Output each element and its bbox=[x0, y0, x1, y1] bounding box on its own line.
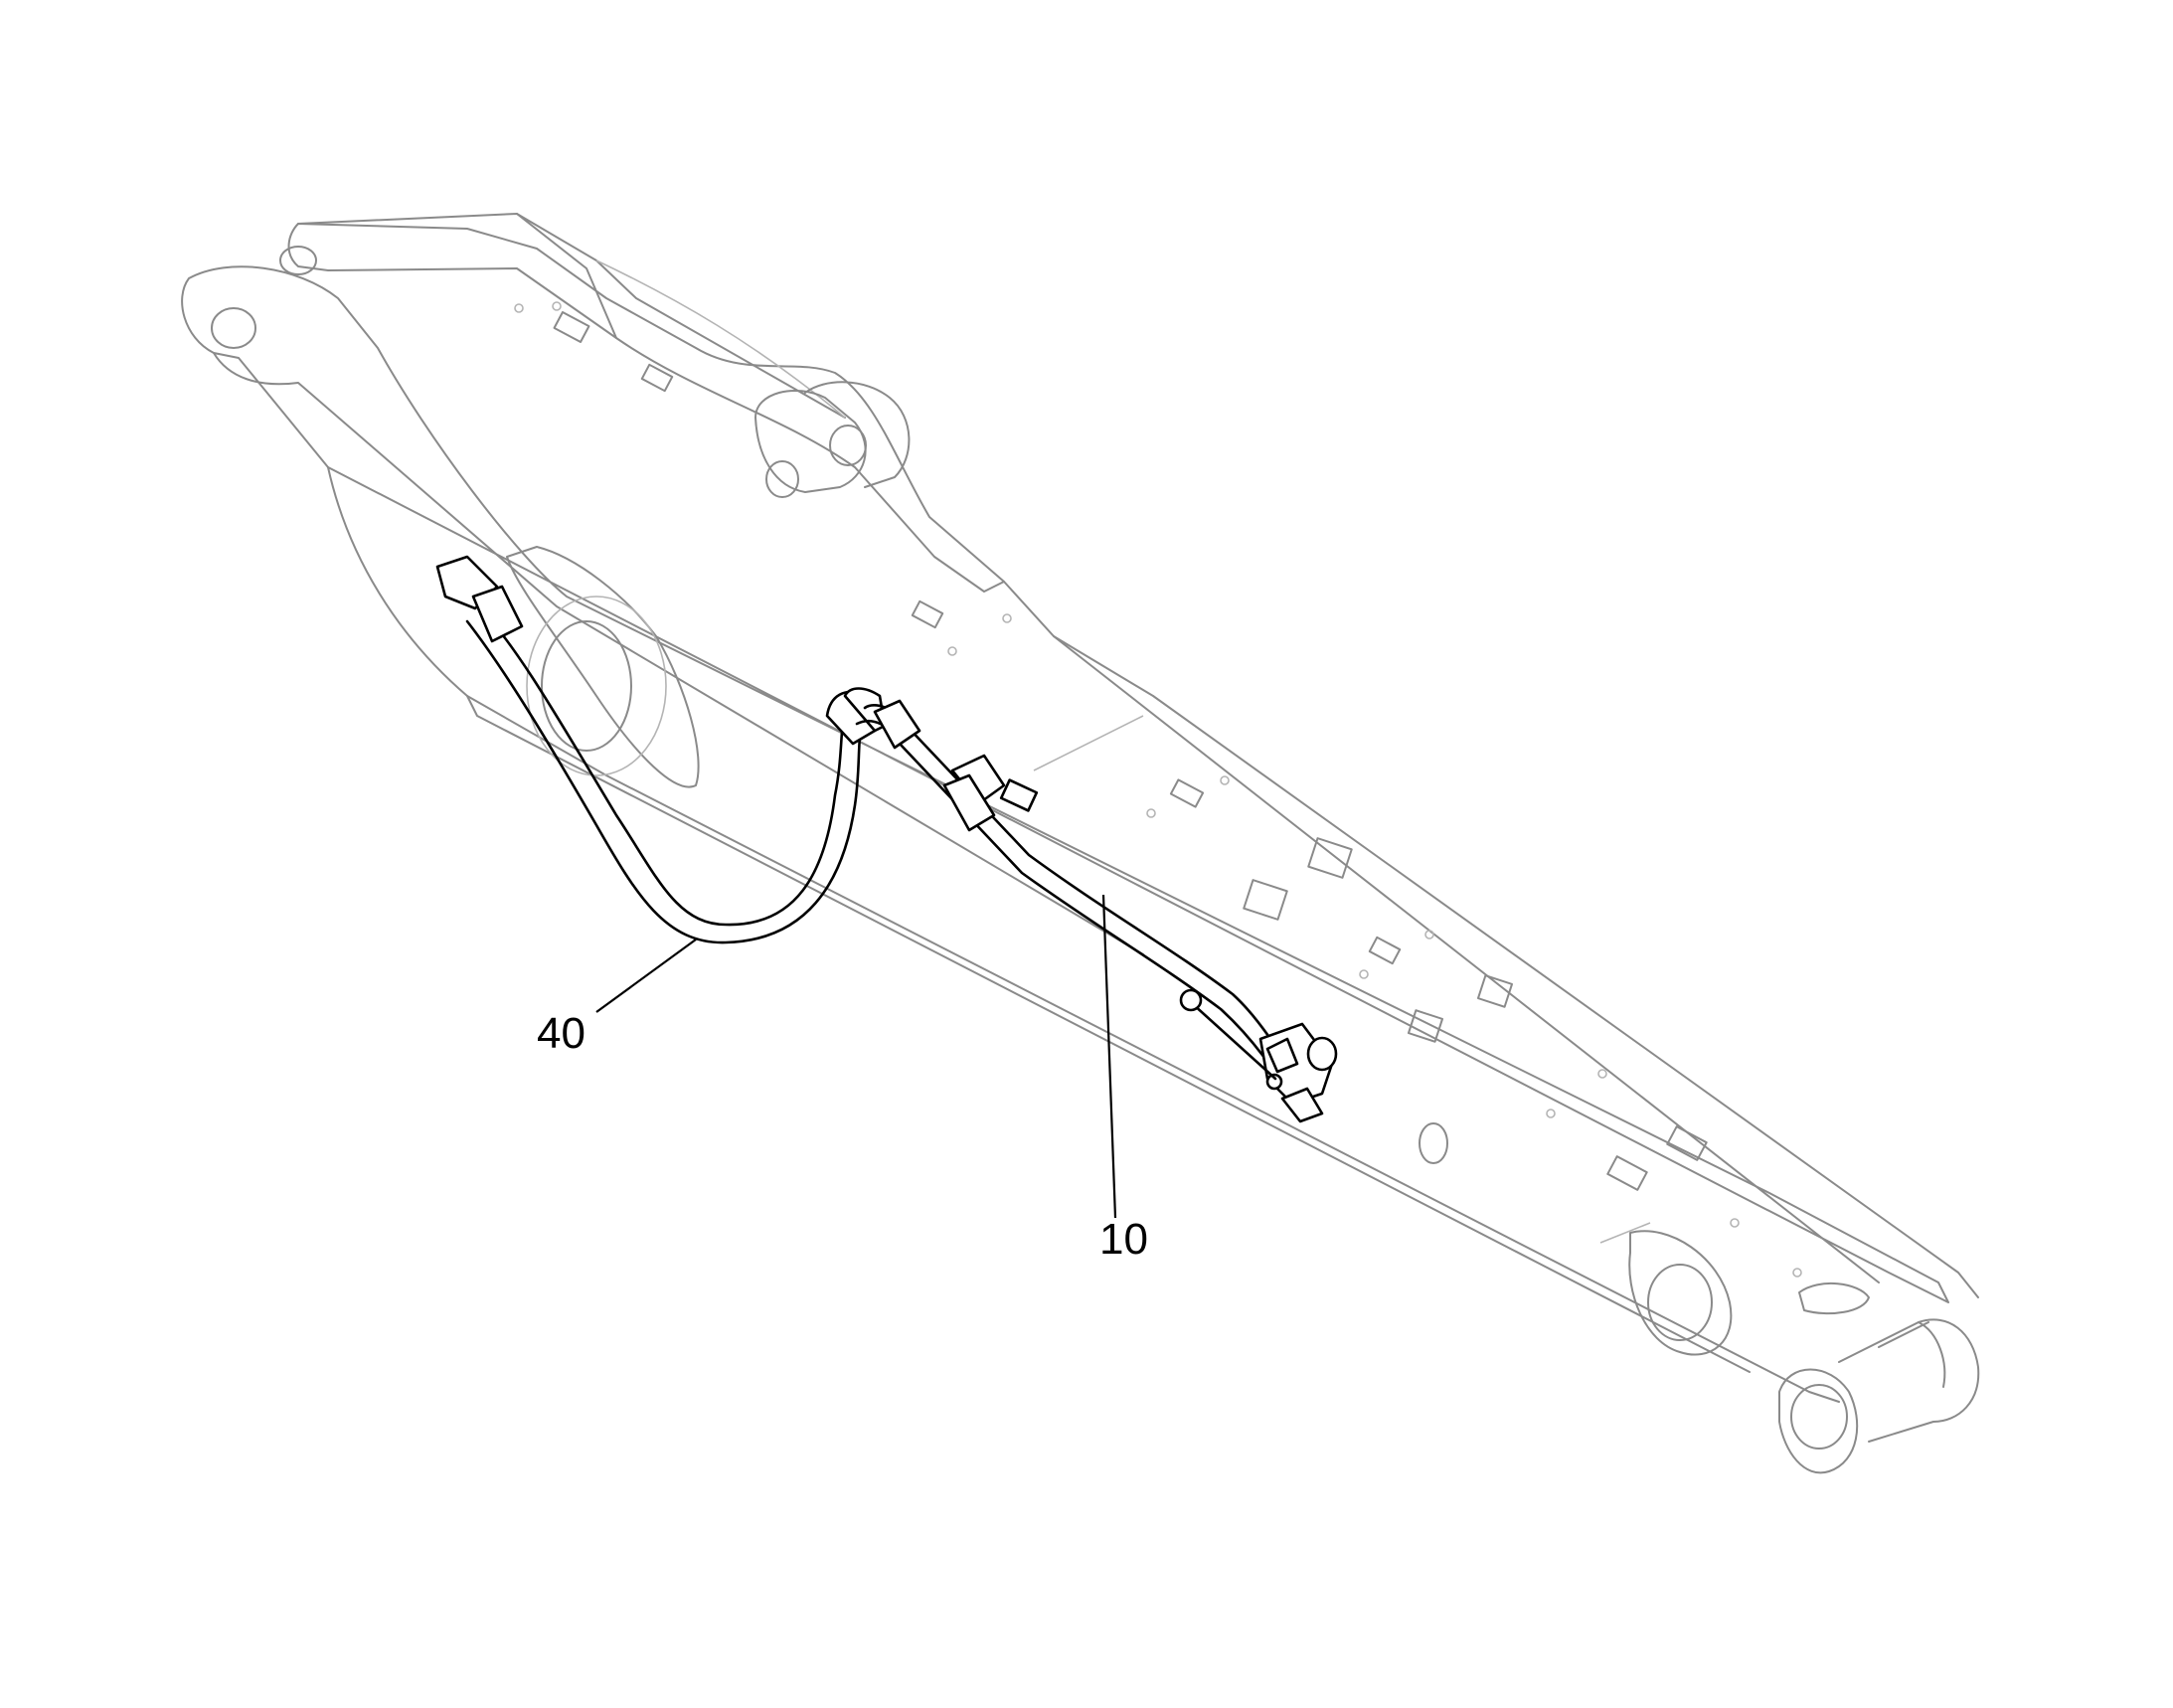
boom-structure bbox=[181, 213, 1980, 1474]
leader-40 bbox=[595, 939, 697, 1013]
callout-10: 10 bbox=[1099, 1215, 1148, 1264]
callout-40: 40 bbox=[537, 1009, 585, 1058]
pipe-assembly-10 bbox=[855, 699, 1338, 1123]
leader-lines bbox=[595, 894, 1117, 1219]
hose-40 bbox=[435, 555, 887, 944]
leader-10 bbox=[1101, 894, 1117, 1219]
